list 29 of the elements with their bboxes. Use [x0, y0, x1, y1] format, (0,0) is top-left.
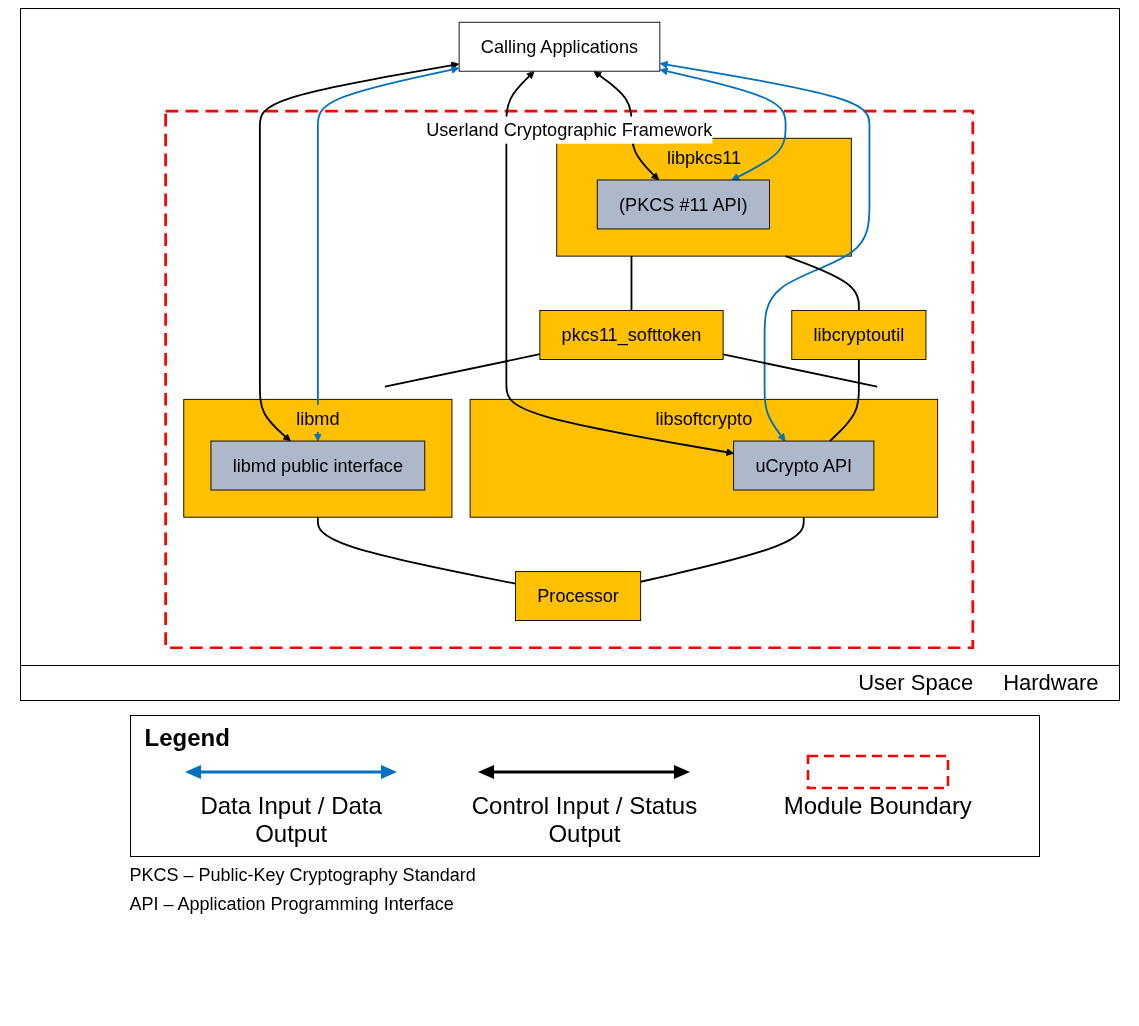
connector: [384, 353, 542, 388]
cluster: [469, 398, 939, 518]
node-box: [791, 310, 927, 360]
legend-title: Legend: [144, 724, 231, 752]
footnote: PKCS – Public-Key Cryptography Standard: [129, 865, 477, 886]
node-box: [733, 440, 875, 491]
footnote: API – Application Programming Interface: [129, 894, 455, 915]
connector: [630, 255, 633, 312]
region-label: User Space: [858, 670, 974, 696]
node-box: [210, 440, 426, 491]
connector: [317, 516, 517, 585]
arrow: [660, 60, 871, 442]
arrow: [660, 67, 787, 181]
arrow: [314, 65, 460, 442]
arrow: [259, 61, 460, 442]
legend-text: Module Boundary: [783, 792, 972, 820]
node-box: [539, 310, 724, 360]
cluster: [183, 398, 453, 518]
node-box: [458, 21, 661, 72]
node-box: [597, 179, 771, 230]
connector: [785, 255, 861, 312]
connector: [829, 358, 861, 442]
node-box: [515, 571, 642, 621]
legend-text: Control Input / Status Output: [470, 792, 699, 848]
cluster: [164, 109, 975, 650]
legend-text: Data Input / Data Output: [199, 792, 383, 848]
region-label: Hardware: [1003, 670, 1099, 696]
connector: [722, 353, 879, 388]
connector: [640, 516, 805, 583]
